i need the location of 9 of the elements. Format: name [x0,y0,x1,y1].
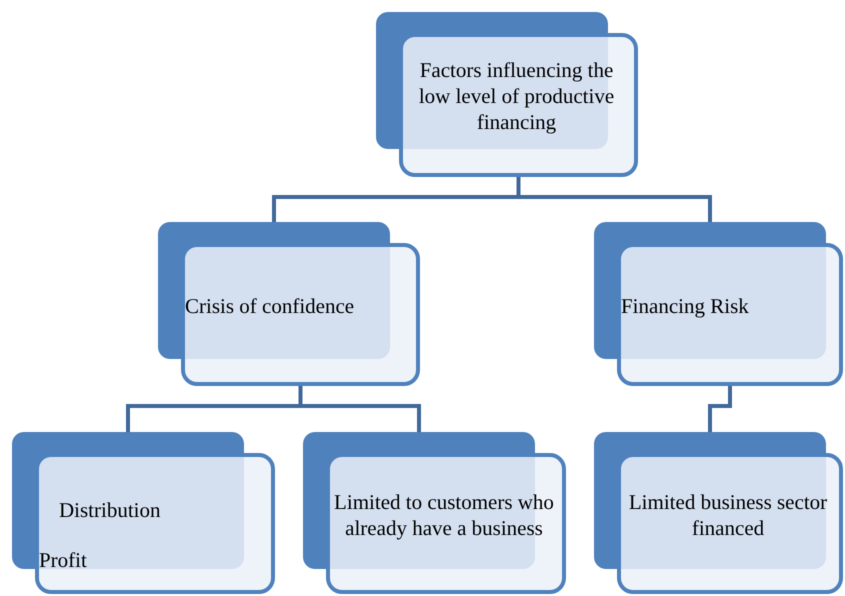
box-text: Limited to customers who already have a business [333,488,555,540]
box-text: Factors influencing the low level of productive financing [418,57,616,135]
connector-line [516,177,712,222]
box-text: Profit [39,547,88,573]
box-text: Limited business sector financed [628,488,828,540]
connector-line [708,386,732,432]
box-text: Distribution [58,497,162,523]
box-text: Financing Risk [621,292,750,318]
box-text: Crisis of confidence [185,292,356,318]
